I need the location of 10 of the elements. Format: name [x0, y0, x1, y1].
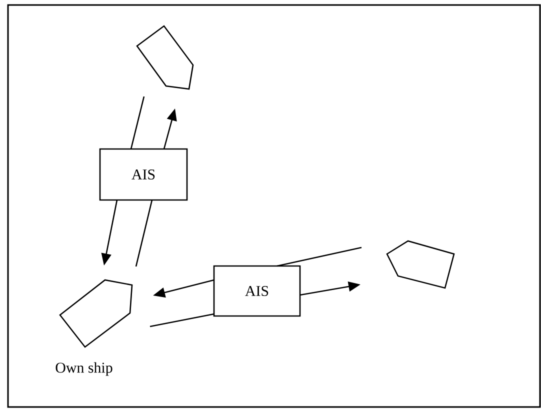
- connector-line: [150, 313, 214, 328]
- ship-shape: [136, 25, 194, 90]
- ship-caption: Own ship: [56, 362, 112, 376]
- ship-shape: [386, 240, 455, 289]
- label-box: AIS: [99, 148, 188, 201]
- ship-shape: [59, 279, 133, 348]
- connector-line: [130, 96, 145, 150]
- label-box: AIS: [213, 265, 301, 317]
- connector-line: [276, 246, 362, 267]
- connector-line: [135, 200, 153, 267]
